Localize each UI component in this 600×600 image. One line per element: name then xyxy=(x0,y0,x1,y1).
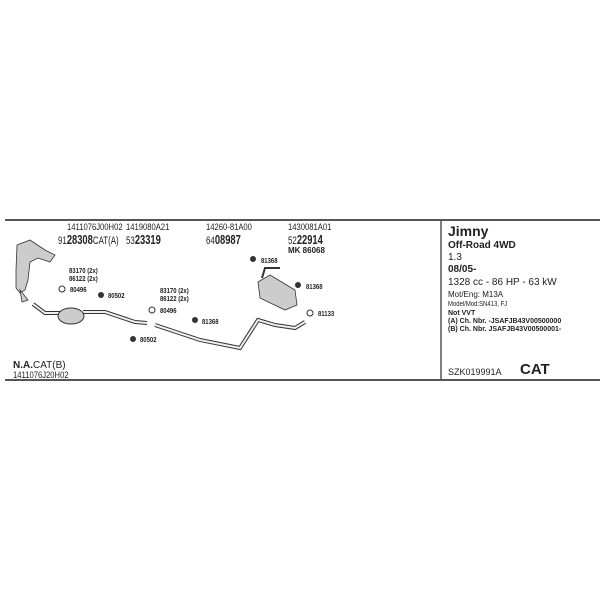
chassis-b: (B) Ch. Nbr. JSAFJB43V00500001- xyxy=(448,326,562,333)
part-number[interactable]: 6408987 xyxy=(206,233,241,247)
small-part[interactable]: 86122 (2x) xyxy=(69,276,98,283)
na-label: N.A.CAT(B) xyxy=(13,361,66,371)
chassis-a: (A) Ch. Nbr. -JSAFJB43V00500000 xyxy=(448,318,562,325)
prefix: 53 xyxy=(126,235,135,247)
diagram-code: SZK019991A xyxy=(448,367,502,377)
small-part[interactable]: 83170 (2x) xyxy=(69,268,98,275)
part-number[interactable]: 5222914 xyxy=(288,233,323,247)
part-number[interactable]: 9128308CAT(A) xyxy=(58,233,119,247)
motor-code: Mot/Eng: M13A xyxy=(448,290,504,299)
small-part[interactable]: 81368 xyxy=(306,284,323,291)
prefix: 64 xyxy=(206,235,215,247)
small-part[interactable]: 83170 (2x) xyxy=(160,288,189,295)
small-part[interactable]: 81368 xyxy=(261,258,278,265)
cat-label: CAT xyxy=(520,361,550,378)
num: 22914 xyxy=(296,232,323,247)
vehicle-type: Off-Road 4WD xyxy=(448,240,516,251)
date-range: 08/05- xyxy=(448,264,477,275)
part-oe: 1430081A01 xyxy=(288,222,332,232)
hanger-icons xyxy=(98,256,301,342)
part-oe: 1419080A21 xyxy=(126,222,170,232)
note: Not VVT xyxy=(448,310,476,317)
model-code: Model/Mod:SN413, FJ xyxy=(448,301,508,308)
part-oe: 14260-81A00 xyxy=(206,222,252,232)
na-oe: 1411076J20H02 xyxy=(13,370,69,380)
middle-silencer xyxy=(57,307,85,325)
suffix: CAT(A) xyxy=(92,235,119,247)
prefix: 52 xyxy=(288,235,297,247)
num: 08987 xyxy=(214,232,241,247)
small-part[interactable]: 86122 (2x) xyxy=(160,296,189,303)
spec: 1328 cc - 86 HP - 63 kW xyxy=(448,277,557,288)
num: 23319 xyxy=(134,232,161,247)
gasket-rings xyxy=(58,285,314,317)
part-oe: 1411076J00H02 xyxy=(67,222,123,232)
small-part[interactable]: 81368 xyxy=(202,319,219,326)
num: 28308 xyxy=(66,232,93,247)
manifold-catalyst xyxy=(15,239,56,303)
model-name: Jimny xyxy=(448,223,489,239)
small-part[interactable]: 80502 xyxy=(108,293,125,300)
na: N.A. xyxy=(13,360,33,371)
rear-silencer xyxy=(257,267,298,311)
rear-pipe xyxy=(154,317,307,351)
small-part[interactable]: 80496 xyxy=(70,287,87,294)
small-part[interactable]: 80496 xyxy=(160,308,177,315)
small-part[interactable]: 81133 xyxy=(318,311,335,318)
front-pipe-inner xyxy=(32,303,148,324)
na-suffix: CAT(B) xyxy=(33,360,66,371)
engine-size: 1.3 xyxy=(448,252,462,263)
prefix: 91 xyxy=(58,235,67,247)
mounting-kit[interactable]: MK 86068 xyxy=(288,246,325,255)
part-number[interactable]: 5323319 xyxy=(126,233,161,247)
small-part[interactable]: 80502 xyxy=(140,337,157,344)
